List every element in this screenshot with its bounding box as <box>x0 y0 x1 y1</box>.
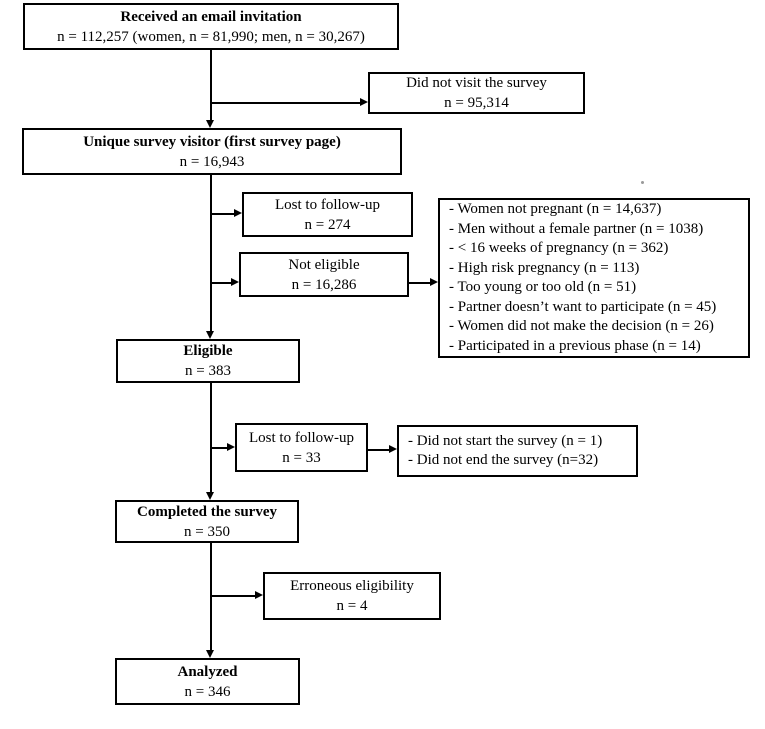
box-received-email-invitation: Received an email invitation n = 112,257… <box>23 3 399 50</box>
box-analyzed-count: n = 346 <box>184 683 231 700</box>
box-unique-visitor-title: Unique survey visitor (first survey page… <box>83 133 341 150</box>
reason-item: - Did not start the survey (n = 1) <box>408 432 603 449</box>
box-completed-count: n = 350 <box>184 523 230 540</box>
box-analyzed: Analyzed n = 346 <box>115 658 300 705</box>
connector-to-not-eligible <box>211 282 231 284</box>
box-lost1-count: n = 274 <box>304 216 351 233</box>
connector-unique-to-eligible <box>210 175 212 332</box>
arrowhead-right-lost-followup-2 <box>227 443 235 451</box>
box-lost-to-followup-1: Lost to follow-up n = 274 <box>242 192 413 237</box>
box-received-count: n = 112,257 (women, n = 81,990; men, n =… <box>57 28 365 45</box>
box-not-eligible-count: n = 16,286 <box>291 276 357 293</box>
box-eligible: Eligible n = 383 <box>116 339 300 383</box>
box-unique-survey-visitor: Unique survey visitor (first survey page… <box>22 128 402 175</box>
arrowhead-down-unique <box>206 120 214 128</box>
reason-item: - Women not pregnant (n = 14,637) <box>449 201 662 217</box>
box-did-not-visit-title: Did not visit the survey <box>406 75 547 91</box>
connector-completed-to-analyzed <box>210 543 212 651</box>
reason-item: - Men without a female partner (n = 1038… <box>449 220 704 237</box>
box-eligible-count: n = 383 <box>185 363 231 379</box>
stray-dot-artifact <box>641 181 644 184</box>
box-not-eligible-title: Not eligible <box>288 256 360 273</box>
connector-received-to-unique <box>210 50 212 122</box>
box-did-not-visit-count: n = 95,314 <box>444 95 509 111</box>
box-received-title: Received an email invitation <box>120 8 302 25</box>
arrowhead-right-erroneous <box>255 591 263 599</box>
connector-eligible-to-completed <box>210 383 212 493</box>
arrowhead-right-reasons <box>430 278 438 286</box>
arrowhead-right-did-not-visit <box>360 98 368 106</box>
connector-not-eligible-to-reasons <box>409 282 430 284</box>
connector-to-lost-followup-1 <box>211 213 234 215</box>
reason-item: - Women did not make the decision (n = 2… <box>449 318 714 334</box>
box-eligible-title: Eligible <box>183 343 233 359</box>
connector-to-erroneous <box>211 595 255 597</box>
arrowhead-down-eligible <box>206 331 214 339</box>
box-lost-to-followup-2: Lost to follow-up n = 33 <box>235 423 368 472</box>
arrowhead-right-lost-followup-1 <box>234 209 242 217</box>
box-completed-title: Completed the survey <box>137 503 277 520</box>
arrowhead-down-completed <box>206 492 214 500</box>
connector-to-lost-followup-2 <box>211 447 227 449</box>
box-unique-visitor-count: n = 16,943 <box>179 153 245 170</box>
box-lost1-title: Lost to follow-up <box>275 196 380 213</box>
box-not-eligible: Not eligible n = 16,286 <box>239 252 409 297</box>
box-erroneous-title: Erroneous eligibility <box>290 578 414 594</box>
box-not-eligible-reasons: - Women not pregnant (n = 14,637) - Men … <box>438 198 750 358</box>
reason-item: - Participated in a previous phase (n = … <box>449 337 701 354</box>
reason-item: - Did not end the survey (n=32) <box>408 452 599 468</box>
box-lost2-title: Lost to follow-up <box>249 429 354 446</box>
reason-item: - Too young or too old (n = 51) <box>449 279 637 295</box>
box-lost2-count: n = 33 <box>282 449 321 466</box>
box-erroneous-count: n = 4 <box>336 598 368 614</box>
reason-item: - < 16 weeks of pregnancy (n = 362) <box>449 240 669 256</box>
connector-lost2-to-reasons <box>368 449 389 451</box>
box-completed-survey: Completed the survey n = 350 <box>115 500 299 543</box>
box-did-not-visit-survey: Did not visit the survey n = 95,314 <box>368 72 585 114</box>
reason-item: - High risk pregnancy (n = 113) <box>449 259 640 276</box>
box-analyzed-title: Analyzed <box>177 663 238 680</box>
arrowhead-right-not-eligible <box>231 278 239 286</box>
connector-to-did-not-visit <box>211 102 361 104</box>
arrowhead-down-analyzed <box>206 650 214 658</box>
arrowhead-right-lost2-reasons <box>389 445 397 453</box>
box-erroneous-eligibility: Erroneous eligibility n = 4 <box>263 572 441 620</box>
reason-item: - Partner doesn’t want to participate (n… <box>449 298 717 315</box>
box-lost-followup-reasons: - Did not start the survey (n = 1) - Did… <box>397 425 638 477</box>
